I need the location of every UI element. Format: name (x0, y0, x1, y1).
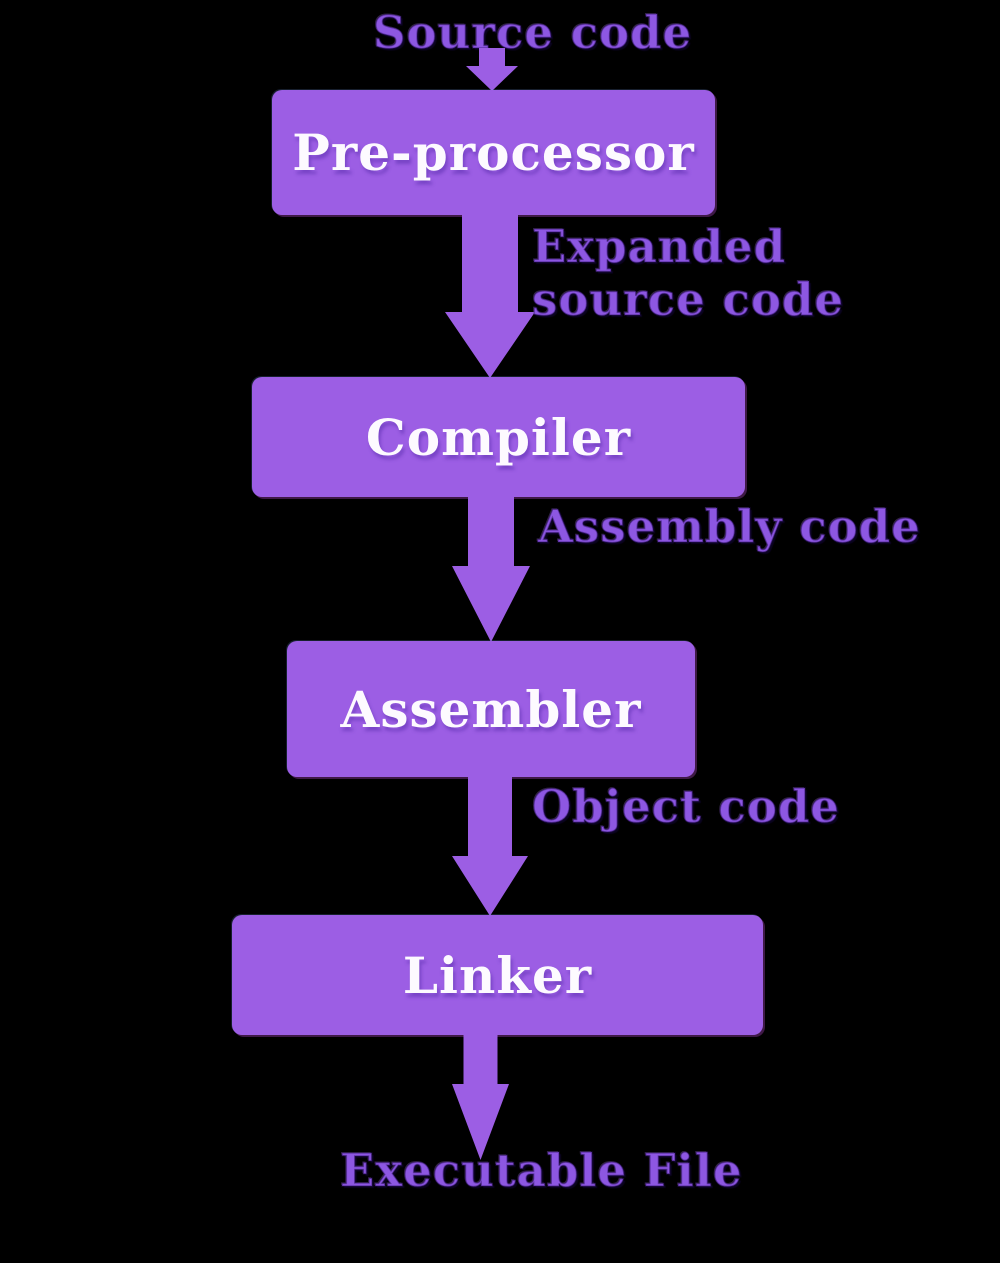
edge-label-assembly-code: Assembly code (537, 499, 921, 554)
node-label: Pre-processor (292, 123, 695, 182)
node-linker: Linker (232, 915, 763, 1035)
label-executable-file: Executable File (339, 1143, 743, 1198)
down-arrow-icon (452, 777, 528, 916)
down-arrow-icon (452, 1035, 509, 1160)
edge-label-expanded-source-code: Expanded source code (531, 219, 844, 327)
node-assembler: Assembler (287, 641, 695, 777)
node-compiler: Compiler (252, 377, 745, 497)
node-label: Linker (402, 945, 593, 1005)
node-pre-processor: Pre-processor (272, 90, 715, 215)
down-arrow-icon (452, 497, 530, 642)
down-arrow-icon (445, 214, 535, 378)
label-source-code: Source code (372, 5, 693, 60)
node-label: Assembler (340, 679, 642, 739)
edge-label-object-code: Object code (531, 779, 840, 834)
node-label: Compiler (365, 407, 632, 467)
